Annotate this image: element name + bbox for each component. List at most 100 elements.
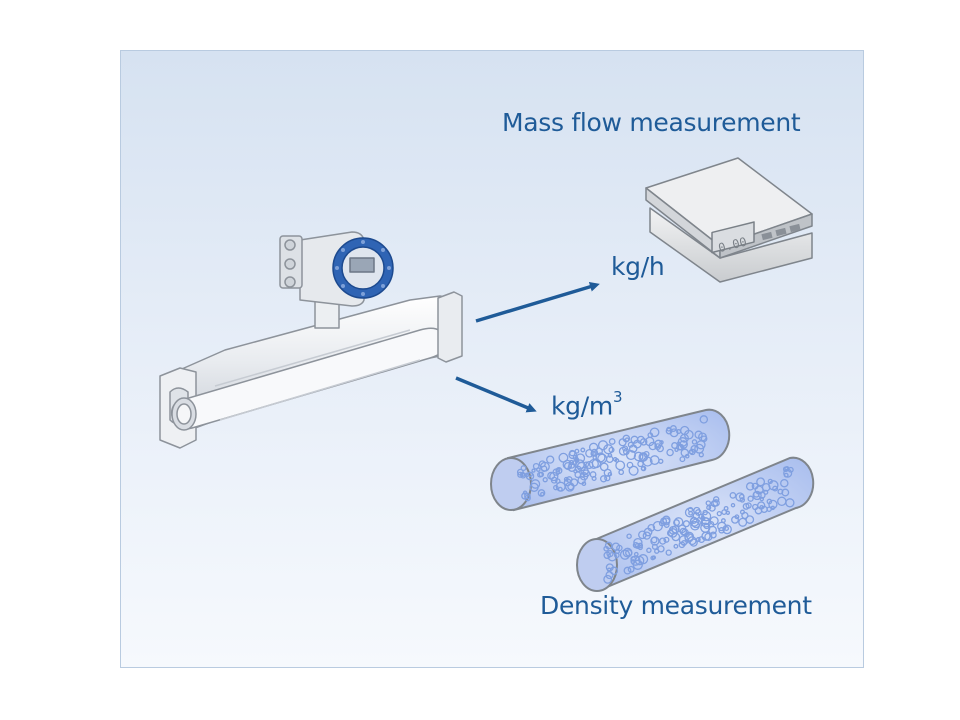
bubble [555,478,561,484]
bubble [618,438,627,447]
bubble [632,439,642,449]
bubble [603,574,613,584]
bubble [729,492,737,499]
bubble [712,499,720,507]
bubble [681,540,687,546]
bubble [690,516,698,524]
bubble [557,486,563,492]
bubble [682,520,690,528]
bubble [530,479,541,489]
bubble [768,499,778,510]
bubble [524,492,531,500]
bubble [531,468,536,473]
bubble [716,510,722,517]
bubble [588,442,599,452]
bubble [606,550,614,558]
bubble [698,536,705,544]
bubble [767,478,773,485]
bubble [537,471,543,478]
bubble [684,531,695,542]
density-tube-icon [490,408,815,592]
bubble [673,543,679,549]
scale-display-readout: 0.00 [717,235,748,256]
bubble [633,451,644,462]
bubble [698,452,704,458]
bubble [677,524,687,534]
bubble [654,548,660,554]
bubble [680,448,690,458]
bubble [646,547,652,554]
bubble [730,502,736,508]
bubble [708,504,716,512]
arrow-right-icon [455,376,537,413]
bubble [721,509,727,515]
bubble [539,461,550,472]
bubble [679,433,689,443]
bubble [759,496,765,502]
bubble [690,520,700,531]
bubble [619,549,631,560]
bubble [585,448,594,458]
bubble [555,467,563,475]
bubble [659,537,667,545]
bubble [688,449,694,455]
bubble [652,520,663,532]
bubble [747,495,754,502]
bubble [623,566,632,575]
bubble [637,554,649,565]
bubble [699,415,709,424]
bubble [604,541,613,550]
bubble [625,549,633,557]
bubble [656,444,664,453]
bubble [622,445,629,452]
bubble [525,471,535,481]
bubble [567,463,577,472]
bubble [679,456,686,463]
bubble [643,527,653,537]
bubble [547,471,556,480]
bubble [580,447,586,453]
bubble [673,517,684,527]
coriolis-flowmeter-icon [159,231,463,449]
bubble [589,471,597,478]
bubble [708,525,717,535]
bubble [754,485,764,495]
bubble [689,538,698,547]
bubble [615,460,626,471]
bubble [599,475,608,483]
arrow-right-icon [475,281,600,323]
bubble [663,522,670,528]
bubble [772,485,779,492]
bubble [608,438,616,445]
bubble [687,506,694,513]
bubble [517,471,524,478]
bubble [654,439,663,448]
bubble [521,492,529,500]
bubble [662,517,671,526]
bubble [701,511,712,522]
bubble [780,478,789,488]
bubble [696,440,706,450]
bubble [626,533,632,539]
bubble [583,461,590,468]
bubble [637,542,644,549]
bubble [597,453,608,464]
bubble [734,514,740,520]
bubble [766,506,772,512]
density-label: Density measurement [540,591,812,620]
bubble [658,458,664,464]
bubble [603,444,614,455]
bubble [667,528,678,538]
bubble [628,465,639,476]
bubble [535,467,541,472]
bubble [693,506,701,515]
bubble [546,455,555,464]
bubble [563,478,572,487]
bubble [556,467,561,473]
bubble [666,448,674,457]
bubble [650,555,656,561]
bubble [739,497,746,503]
bubble [745,482,755,491]
bubble [644,436,655,447]
